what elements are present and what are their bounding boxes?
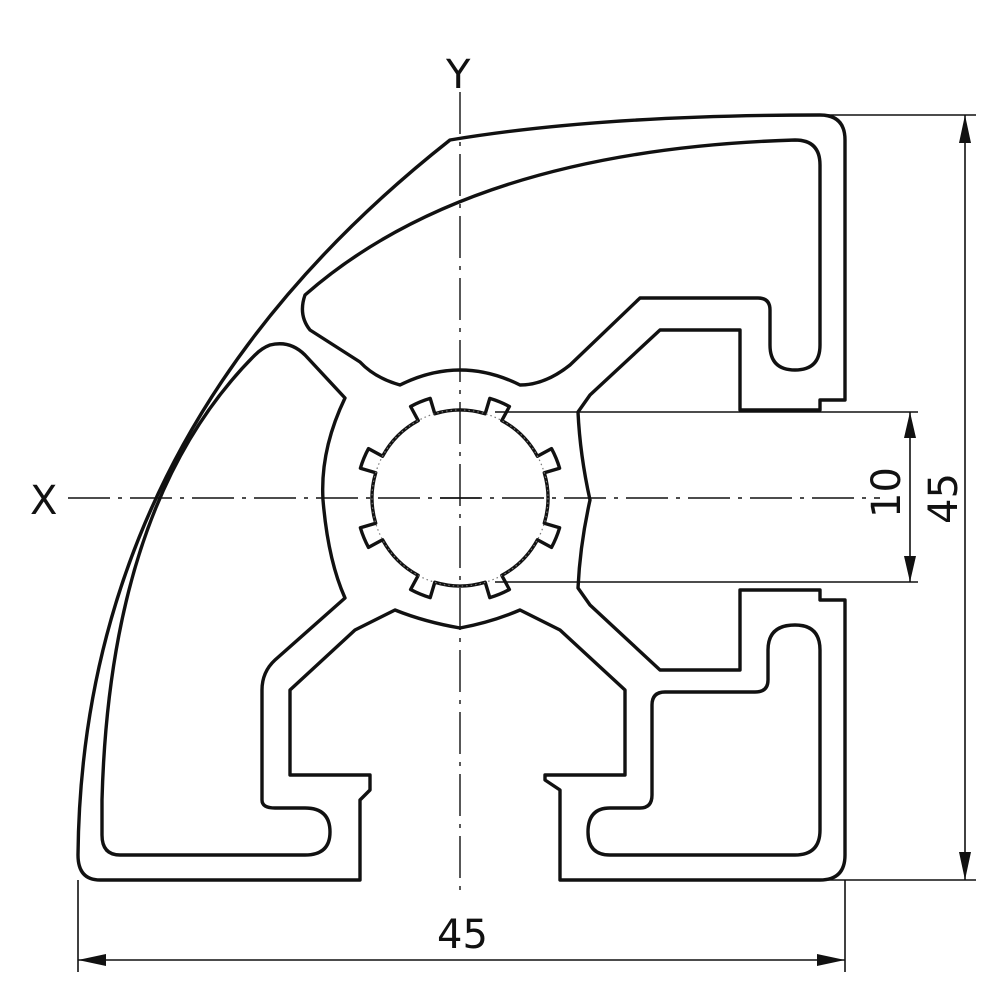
dim-height-value: 45 — [921, 473, 967, 524]
axis-x-label: X — [30, 478, 57, 524]
cavity-left — [100, 342, 347, 857]
outer-contour — [76, 113, 847, 882]
cavity-bottom-right — [586, 623, 822, 857]
cavity-left-path — [100, 342, 347, 857]
dim-slot-arrow-bottom — [904, 556, 916, 582]
dim-height-arrow-bottom — [959, 852, 971, 880]
outer-contour-path — [76, 113, 847, 882]
dim-width-value: 45 — [437, 912, 488, 958]
dim-width-arrow-right — [817, 954, 845, 966]
dim-height-arrow-top — [959, 115, 971, 143]
axis-y-label: Y — [445, 52, 471, 98]
center-lines — [68, 92, 880, 895]
labels: Y X 45 45 10 — [30, 52, 967, 958]
dim-slot-arrow-top — [904, 412, 916, 438]
dimensions — [77, 114, 976, 972]
dim-slot-value: 10 — [864, 467, 910, 518]
cavity-top — [300, 138, 822, 387]
cavity-top-path — [300, 138, 822, 387]
cavity-bottom-right-path — [586, 623, 822, 857]
dim-width-arrow-left — [78, 954, 106, 966]
